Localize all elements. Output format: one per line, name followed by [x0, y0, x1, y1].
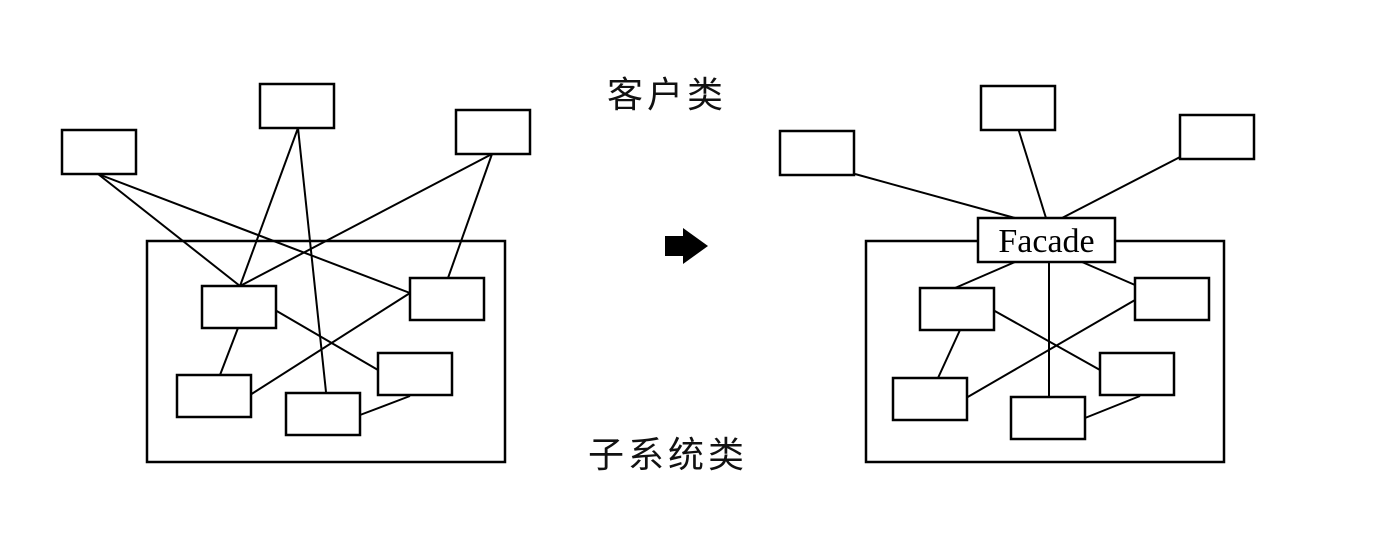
left-client-box-3 [454, 108, 532, 156]
left-connections [97, 127, 493, 416]
right-subsystem-box-5 [1009, 395, 1087, 441]
connection-line [1061, 155, 1183, 219]
right-subsystem-box-3 [1098, 351, 1176, 397]
right-client-connections [854, 127, 1183, 219]
connection-line [239, 153, 493, 287]
connection-line [249, 292, 411, 396]
right-client-box-1 [778, 129, 856, 177]
connection-line [274, 309, 379, 371]
subsystem-classes-label: 子系统类 [588, 435, 748, 476]
right-subsystem-connections [937, 261, 1141, 419]
left-subsystem-box-1 [200, 284, 278, 330]
connection-line [937, 329, 961, 379]
left-client-box-2 [258, 82, 336, 130]
connection-line [219, 327, 239, 376]
right-diagram: Facade [778, 84, 1256, 464]
right-client-box-2 [979, 84, 1057, 132]
client-classes-label: 客户类 [607, 75, 727, 116]
connection-line [1017, 127, 1047, 219]
connection-line [965, 299, 1136, 399]
left-subsystem-box-4 [175, 373, 253, 419]
left-subsystem-box-2 [408, 276, 486, 322]
connection-line [297, 127, 327, 393]
left-subsystem-box-5 [284, 391, 362, 437]
connection-line [97, 173, 411, 294]
connection-line [1084, 395, 1141, 419]
right-subsystem-box-2 [1133, 276, 1211, 322]
facade-label: Facade [998, 223, 1094, 260]
connection-line [954, 261, 1016, 289]
connection-line [854, 173, 1016, 219]
right-arrow-icon [665, 228, 708, 264]
connection-line [97, 173, 241, 287]
connection-line [1081, 261, 1136, 286]
connection-line [359, 395, 411, 416]
left-diagram [60, 82, 532, 464]
left-client-box-1 [60, 128, 138, 176]
connection-line [992, 309, 1101, 371]
left-subsystem-box-3 [376, 351, 454, 397]
right-client-box-3 [1178, 113, 1256, 161]
connection-line [447, 153, 493, 279]
facade-box [976, 216, 1117, 264]
connection-line [239, 127, 299, 287]
right-subsystem-box-1 [918, 286, 996, 332]
right-subsystem-box-4 [891, 376, 969, 422]
